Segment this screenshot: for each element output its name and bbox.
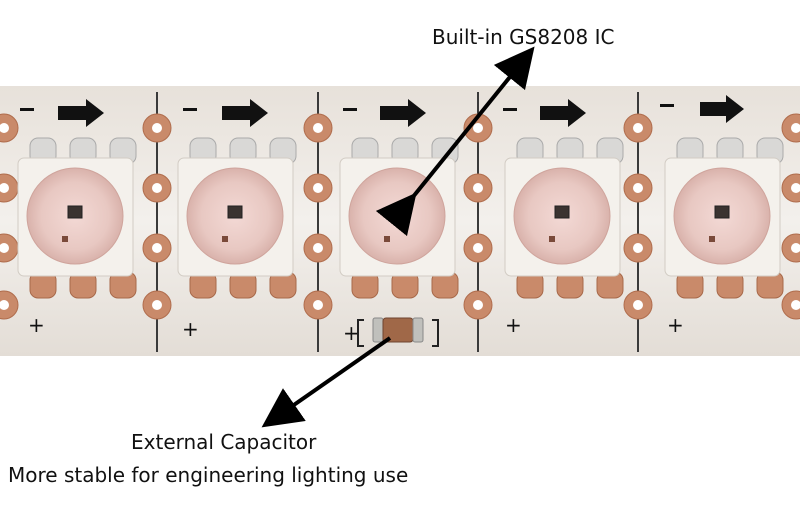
led-chip: [504, 137, 624, 299]
solder-pad: [463, 290, 493, 320]
capacitor-pointer-arrow: [261, 336, 392, 428]
plus-mark: +: [667, 313, 684, 337]
solder-pad: [303, 173, 333, 203]
led-chip: [177, 137, 297, 299]
solder-pad: [781, 233, 800, 263]
solder-pad: [303, 290, 333, 320]
solder-pad: [623, 290, 653, 320]
plus-mark: +: [28, 313, 45, 337]
solder-pad: [303, 113, 333, 143]
solder-pad: [623, 173, 653, 203]
solder-pad: [463, 233, 493, 263]
capacitor-label: External Capacitor: [131, 430, 317, 454]
solder-pad: [142, 290, 172, 320]
led-chips: [17, 137, 784, 299]
solder-pad: [0, 113, 19, 143]
ic-label: Built-in GS8208 IC: [432, 25, 615, 49]
plus-mark: +: [505, 313, 522, 337]
solder-pad: [623, 113, 653, 143]
solder-pad: [142, 233, 172, 263]
capacitor-note: More stable for engineering lighting use: [8, 463, 409, 487]
plus-mark: +: [343, 321, 360, 345]
plus-markings: + + + + +: [28, 313, 684, 345]
solder-pad: [463, 173, 493, 203]
capacitor: [357, 317, 439, 347]
solder-pad: [142, 113, 172, 143]
solder-pad: [623, 233, 653, 263]
solder-pad: [303, 233, 333, 263]
solder-pad: [781, 113, 800, 143]
solder-pad: [781, 173, 800, 203]
ic-pointer-arrow: [375, 46, 535, 237]
solder-pad: [781, 290, 800, 320]
solder-pad: [142, 173, 172, 203]
led-chip: [17, 137, 137, 299]
led-chip: [664, 137, 784, 299]
solder-pad: [0, 290, 19, 320]
plus-mark: +: [182, 317, 199, 341]
